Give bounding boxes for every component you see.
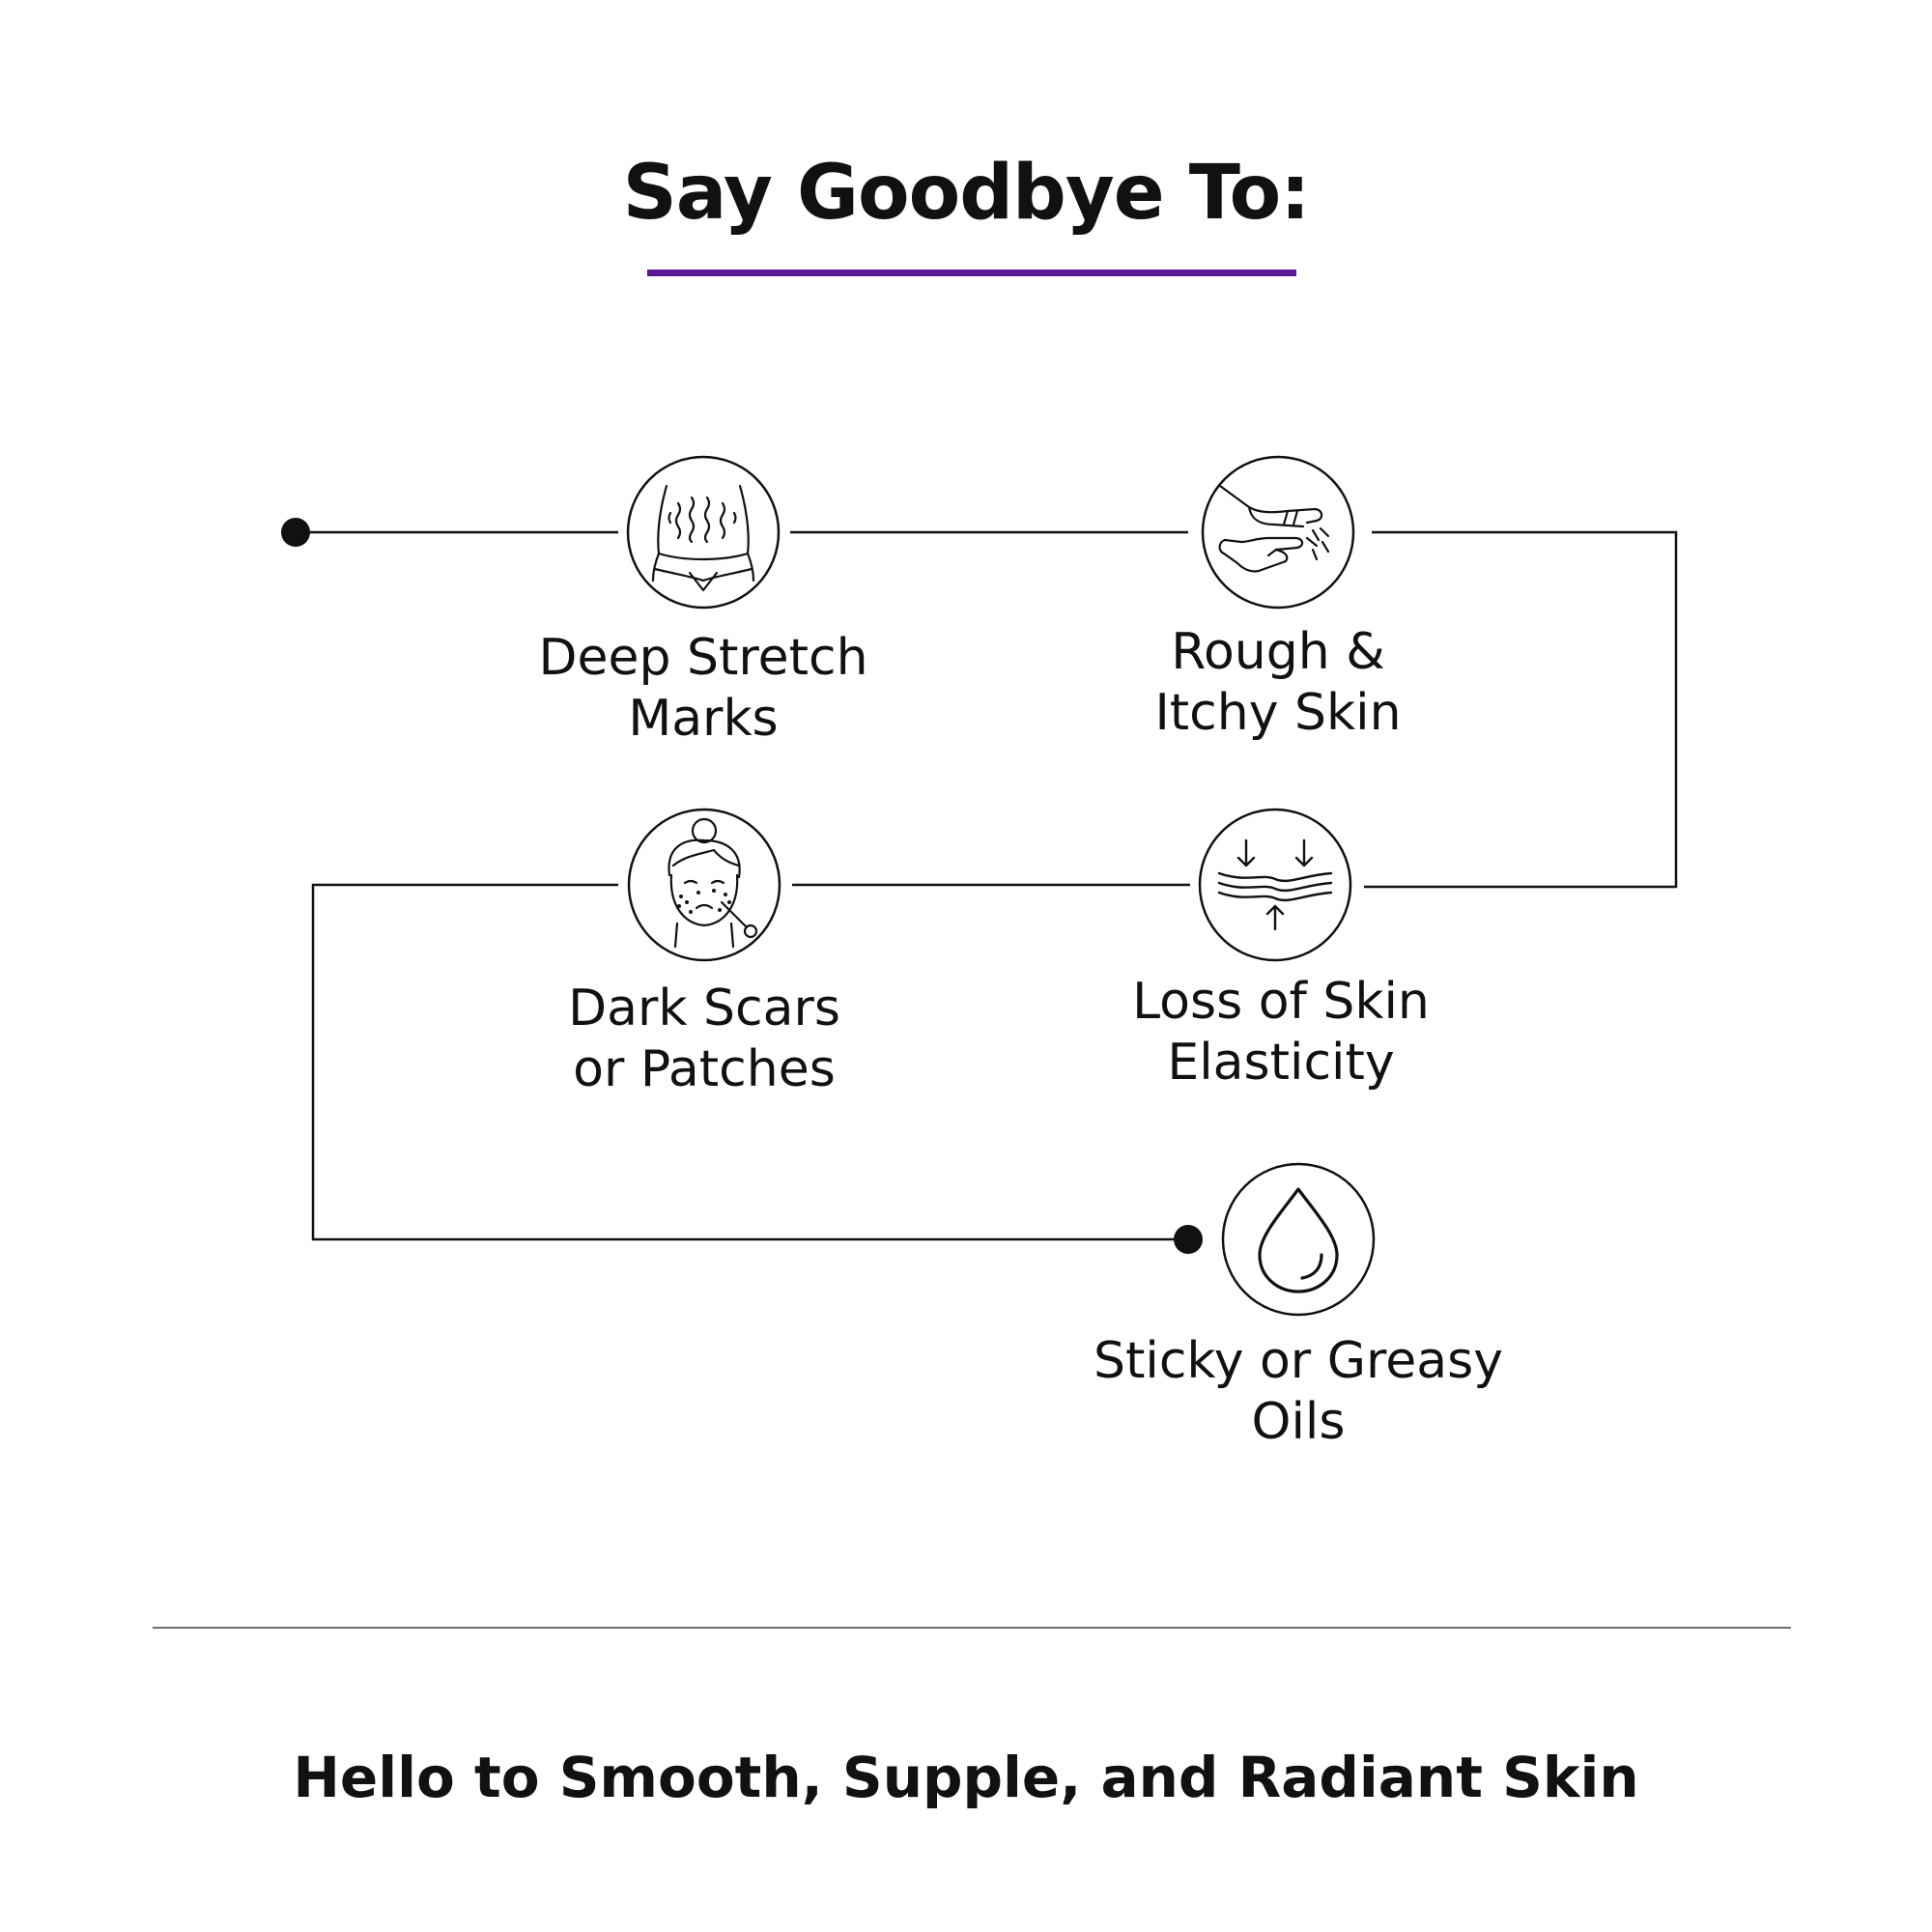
label-deep-stretch-marks: Deep Stretch Marks — [538, 629, 868, 748]
oil-drop-icon — [1221, 1162, 1376, 1317]
label-loss-of-skin-elasticity: Loss of Skin Elasticity — [1132, 973, 1430, 1092]
page-title: Say Goodbye To: — [622, 150, 1311, 237]
tagline: Hello to Smooth, Supple, and Radiant Ski… — [293, 1745, 1639, 1810]
itchy-hand-scratch-icon — [1201, 455, 1355, 610]
skin-compression-arrows-icon — [1198, 808, 1352, 962]
label-rough-itchy-skin: Rough & Itchy Skin — [1154, 623, 1402, 742]
label-dark-scars-patches: Dark Scars or Patches — [568, 980, 840, 1098]
face-acne-roller-icon — [627, 808, 781, 962]
end-dot — [1174, 1225, 1203, 1254]
title-underline — [647, 270, 1296, 276]
label-sticky-greasy-oils: Sticky or Greasy Oils — [1094, 1332, 1503, 1451]
stretch-marks-torso-icon — [626, 455, 781, 610]
start-dot — [281, 518, 310, 547]
connector-lines — [296, 530, 1678, 1241]
section-divider — [153, 1627, 1791, 1629]
